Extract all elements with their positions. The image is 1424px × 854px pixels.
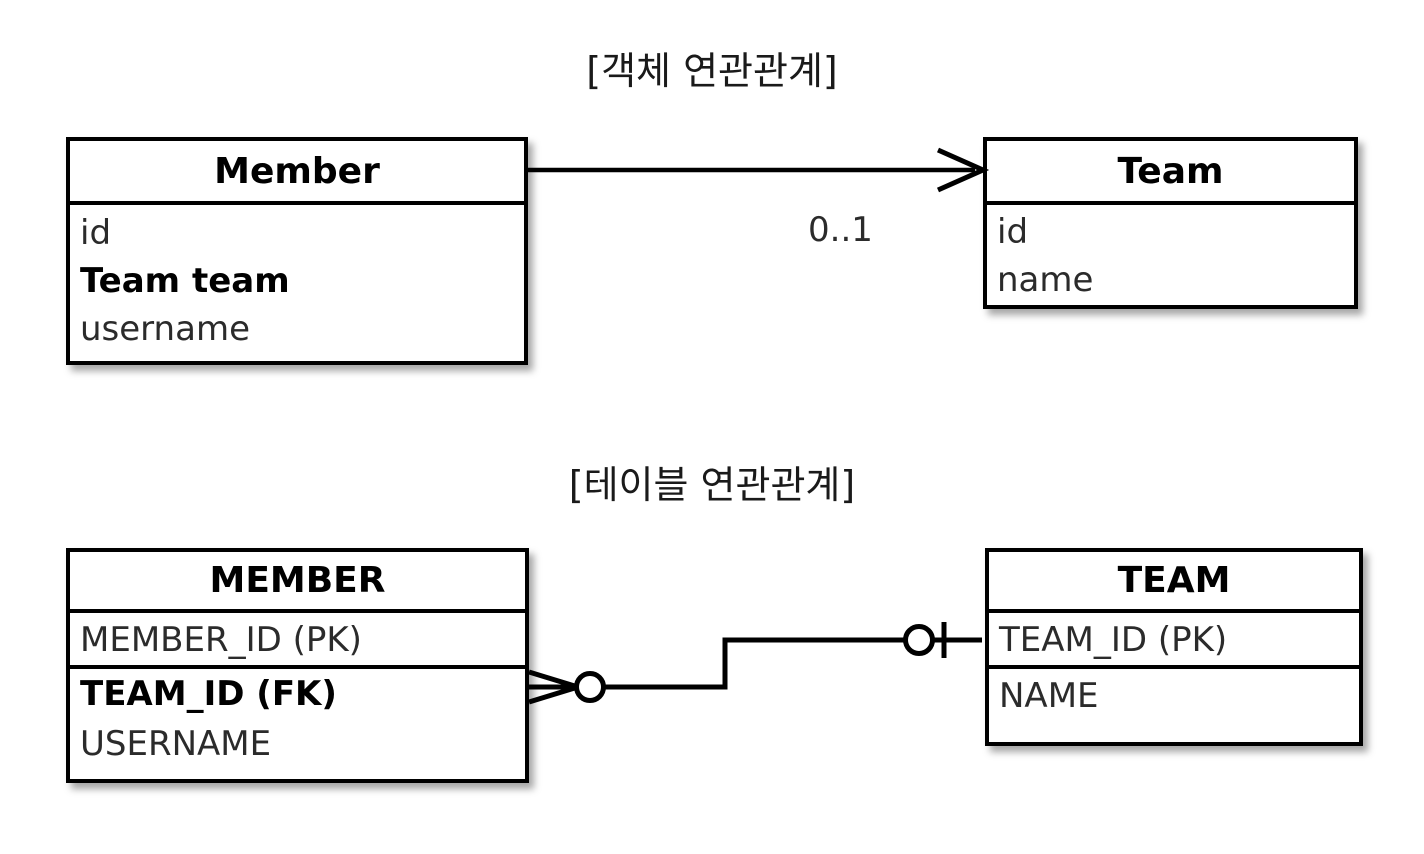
table-name-team: TEAM	[1117, 560, 1231, 601]
table-divider-member-fk	[70, 665, 525, 669]
association-arrow-icon	[528, 147, 990, 193]
class-divider-member	[70, 201, 524, 205]
table-box-member[interactable]: MEMBER MEMBER_ID (PK) TEAM_ID (FK) USERN…	[66, 548, 529, 783]
table-divider-member-header	[70, 609, 525, 613]
multiplicity-label: 0..1	[808, 210, 873, 250]
table-columns-member-pk: MEMBER_ID (PK)	[70, 613, 525, 665]
attribute-row: id	[997, 212, 1029, 252]
attribute-row: username	[80, 309, 250, 349]
class-name-member: Member	[214, 150, 380, 192]
table-divider-team-name	[989, 665, 1359, 669]
class-attributes-member: id Team team username	[70, 205, 524, 353]
crows-foot-icon	[528, 669, 579, 705]
object-model-title: [객체 연관관계]	[586, 49, 838, 93]
table-row: NAME	[999, 676, 1099, 716]
class-box-team[interactable]: Team id name	[983, 137, 1358, 309]
attribute-row: name	[997, 260, 1094, 300]
class-name-team: Team	[1117, 150, 1224, 192]
table-columns-team-pk: TEAM_ID (PK)	[989, 613, 1359, 665]
table-columns-team-rest: NAME	[989, 669, 1359, 721]
class-attributes-team: id name	[987, 205, 1354, 304]
table-box-team[interactable]: TEAM TEAM_ID (PK) NAME	[985, 548, 1363, 746]
table-divider-team-header	[989, 609, 1359, 613]
class-divider-team	[987, 201, 1354, 205]
table-model-title: [테이블 연관관계]	[568, 463, 856, 507]
zero-circle-icon	[574, 671, 606, 703]
table-row: TEAM_ID (FK)	[80, 674, 337, 714]
table-row: TEAM_ID (PK)	[999, 620, 1228, 660]
table-name-member: MEMBER	[209, 560, 386, 601]
table-row: MEMBER_ID (PK)	[80, 620, 362, 660]
relationship-line	[604, 637, 906, 690]
attribute-row: id	[80, 213, 112, 253]
table-row: USERNAME	[80, 724, 272, 764]
zero-circle-icon	[903, 624, 935, 656]
table-columns-member-rest: TEAM_ID (FK) USERNAME	[70, 669, 525, 769]
arrowhead-icon	[936, 147, 990, 193]
class-box-member[interactable]: Member id Team team username	[66, 137, 528, 365]
attribute-row: Team team	[80, 261, 290, 301]
